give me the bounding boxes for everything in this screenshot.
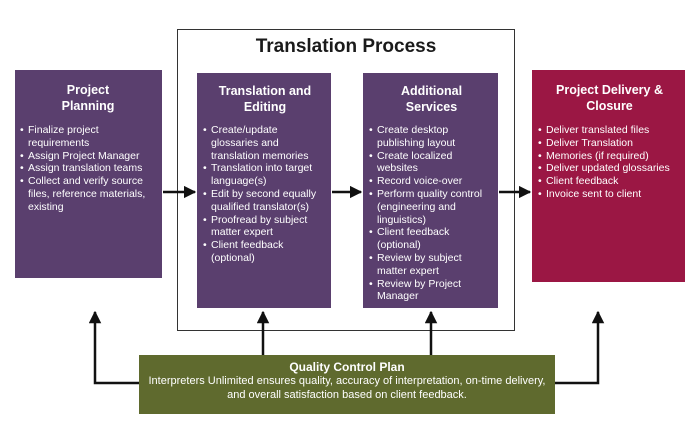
list-item: Review by Project Manager	[369, 278, 494, 304]
additional-services-list: Create desktop publishing layout Create …	[369, 124, 494, 303]
list-item: Finalize project requirements	[20, 124, 156, 150]
quality-control-box: Quality Control Plan Interpreters Unlimi…	[139, 355, 555, 414]
list-item: Deliver Translation	[538, 137, 681, 150]
list-item: Record voice-over	[369, 175, 494, 188]
project-planning-box: Project Planning Finalize project requir…	[15, 70, 162, 278]
list-item: Perform quality control (engineering and…	[369, 188, 494, 226]
quality-control-description: Interpreters Unlimited ensures quality, …	[148, 375, 546, 401]
list-item: Deliver updated glossaries	[538, 162, 681, 175]
list-item: Create localized websites	[369, 150, 494, 176]
translation-editing-box: Translation and Editing Create/update gl…	[197, 73, 331, 308]
list-item: Review by subject matter expert	[369, 252, 494, 278]
list-item: Collect and verify source files, referen…	[20, 175, 156, 213]
list-item: Memories (if required)	[538, 150, 681, 163]
additional-services-box: Additional Services Create desktop publi…	[363, 73, 498, 308]
list-item: Assign Project Manager	[20, 150, 156, 163]
list-item: Client feedback (optional)	[203, 239, 327, 265]
list-item: Client feedback (optional)	[369, 226, 494, 252]
project-delivery-box: Project Delivery & Closure Deliver trans…	[532, 70, 685, 282]
list-item: Client feedback	[538, 175, 681, 188]
project-planning-list: Finalize project requirements Assign Pro…	[20, 124, 156, 214]
project-delivery-list: Deliver translated files Deliver Transla…	[538, 124, 681, 201]
frame-title: Translation Process	[255, 36, 437, 57]
translation-editing-list: Create/update glossaries and translation…	[203, 124, 327, 265]
list-item: Deliver translated files	[538, 124, 681, 137]
arrow-quality-to-delivery	[555, 310, 605, 385]
list-item: Edit by second equally qualified transla…	[203, 188, 327, 214]
project-delivery-title: Project Delivery & Closure	[556, 83, 663, 113]
list-item: Create/update glossaries and translation…	[203, 124, 327, 162]
project-planning-title: Project Planning	[61, 83, 115, 113]
quality-control-title: Quality Control Plan	[289, 360, 405, 374]
list-item: Proofread by subject matter expert	[203, 214, 327, 240]
arrow-quality-to-planning	[88, 310, 139, 385]
list-item: Invoice sent to client	[538, 188, 681, 201]
list-item: Create desktop publishing layout	[369, 124, 494, 150]
additional-services-title: Additional Services	[400, 84, 463, 114]
list-item: Translation into target language(s)	[203, 162, 327, 188]
translation-editing-title: Translation and Editing	[218, 84, 312, 114]
list-item: Assign translation teams	[20, 162, 156, 175]
